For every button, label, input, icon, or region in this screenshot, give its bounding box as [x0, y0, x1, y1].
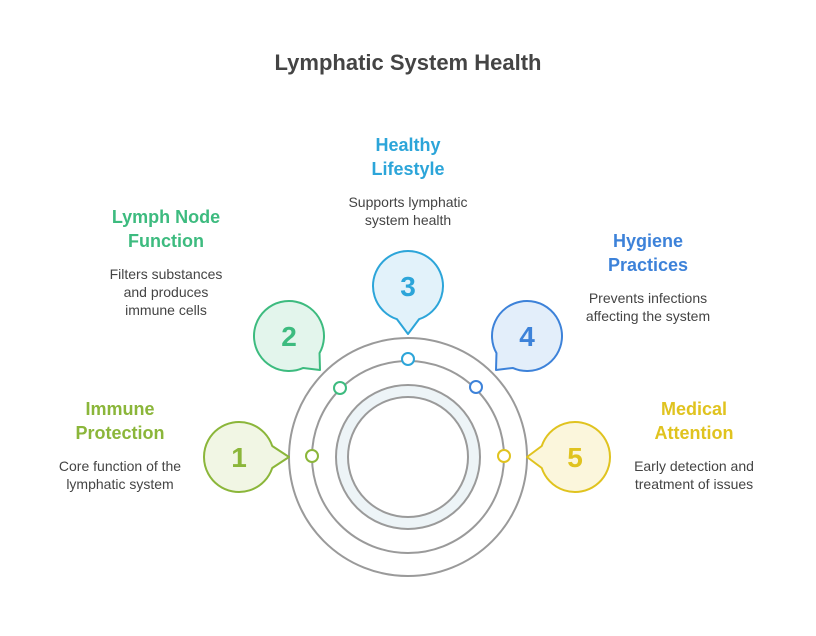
label-title-line: Attention — [654, 423, 734, 443]
label-title-line: Immune — [85, 399, 155, 419]
label-title-line: Lymph Node — [111, 207, 221, 227]
label-title-line: Medical — [660, 399, 728, 419]
ring-dot-2 — [333, 381, 347, 395]
bubble-1 — [203, 421, 290, 493]
label-title-line: Lifestyle — [371, 159, 445, 179]
bubble-number-2: 2 — [281, 321, 297, 352]
label-desc-line: treatment of issues — [634, 476, 754, 492]
ring-dot-3 — [401, 352, 415, 366]
bubble-number-5: 5 — [567, 442, 583, 473]
label-desc-1: Core function of the lymphatic system — [20, 457, 220, 493]
label-title-line: Healthy — [375, 135, 441, 155]
label-desc-line: immune cells — [125, 302, 207, 318]
label-desc-line: lymphatic system — [66, 476, 174, 492]
bubble-number-1: 1 — [231, 442, 247, 473]
bubble-5 — [526, 421, 611, 493]
bubble-3 — [372, 250, 444, 335]
ring-dots-group — [305, 352, 511, 463]
label-desc-line: affecting the system — [585, 308, 711, 324]
bubble-4 — [491, 300, 563, 373]
bubbles-group: 1 2 3 4 5 — [203, 250, 611, 493]
label-desc-2: Filters substances and produces immune cel… — [66, 265, 266, 319]
label-desc-line: Early detection and — [634, 458, 754, 474]
diagram-title: Lymphatic System Health — [274, 50, 542, 75]
label-desc-3: Supports lymphatic system health — [308, 193, 508, 229]
ring-dot-1 — [305, 449, 319, 463]
label-desc-line: Supports lymphatic — [348, 194, 468, 210]
label-title-line: Practices — [607, 255, 689, 275]
bubble-number-3: 3 — [400, 271, 416, 302]
label-desc-4: Prevents infections affecting the system — [548, 289, 748, 325]
inner-ring-band — [336, 385, 480, 529]
bubble-number-4: 4 — [519, 321, 535, 352]
label-desc-line: Core function of the — [58, 458, 182, 474]
bubble-2 — [253, 300, 325, 373]
label-title-line: Protection — [75, 423, 165, 443]
label-desc-line: Prevents infections — [588, 290, 708, 306]
inner-ring-outer-edge — [335, 384, 481, 530]
label-desc-line: Filters substances — [109, 266, 223, 282]
label-title-line: Hygiene — [612, 231, 684, 251]
label-title-line: Function — [128, 231, 204, 251]
label-desc-5: Early detection and treatment of issues — [594, 457, 794, 493]
ring-dot-5 — [497, 449, 511, 463]
ring-dot-4 — [469, 380, 483, 394]
rings-group — [288, 337, 528, 577]
inner-ring-inner-edge — [347, 396, 469, 518]
label-desc-line: system health — [364, 212, 452, 228]
label-desc-line: and produces — [123, 284, 209, 300]
